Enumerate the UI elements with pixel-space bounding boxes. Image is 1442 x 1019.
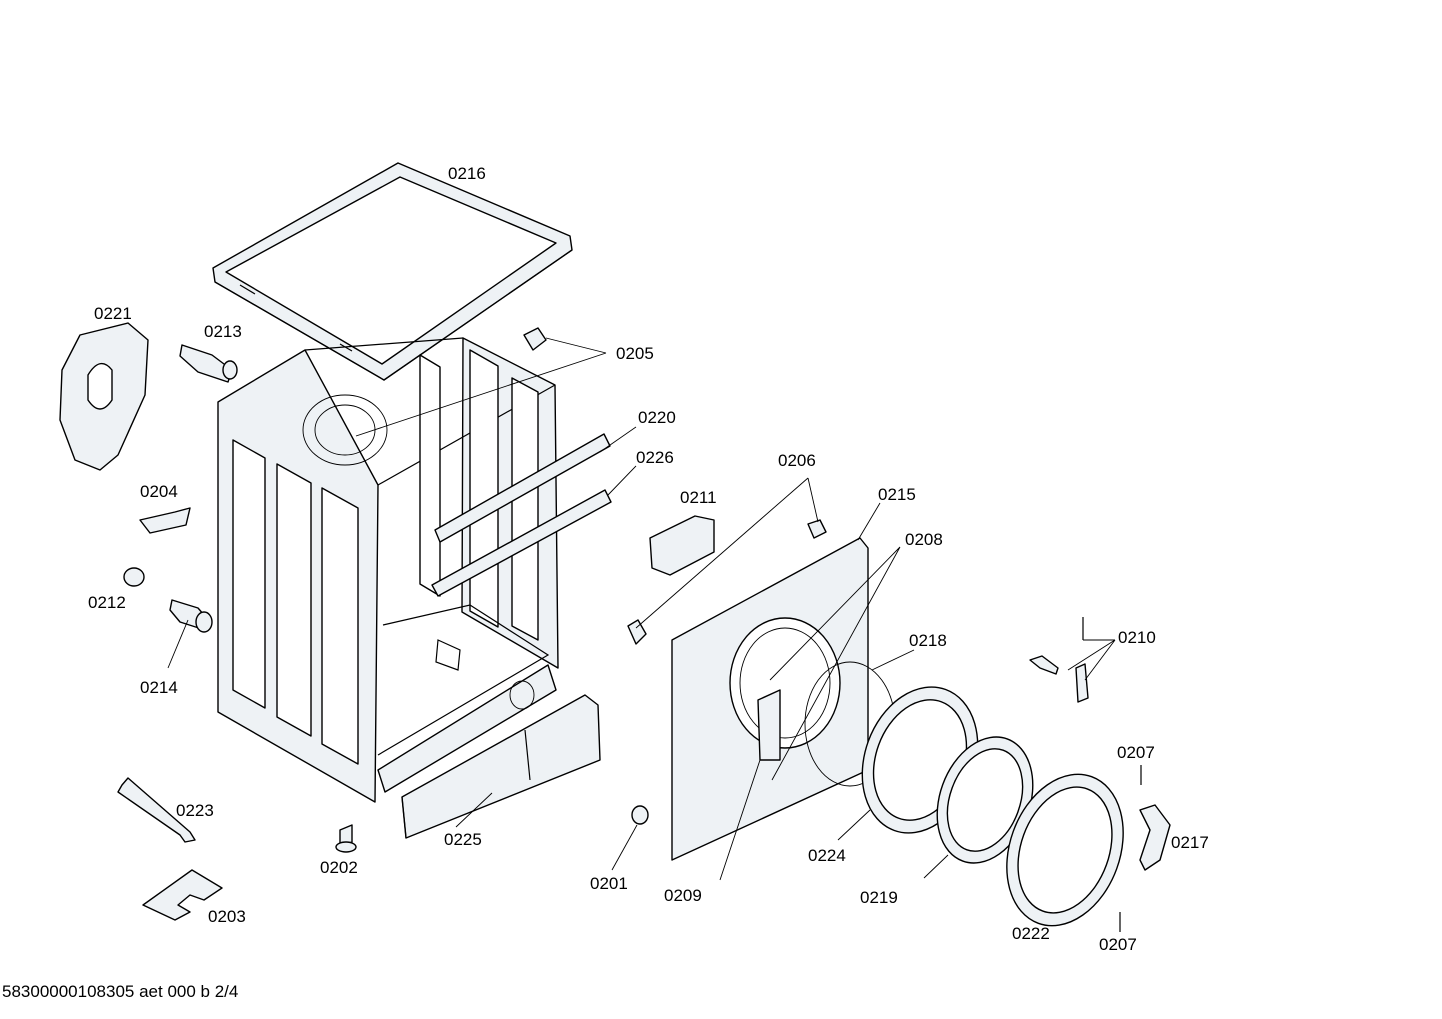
callout-0211: 0211	[680, 488, 717, 507]
foot-part-0202	[335, 824, 357, 853]
knob-part-0212	[123, 567, 145, 587]
door-lock-part	[649, 515, 715, 576]
callout-0218: 0218	[909, 631, 947, 650]
callout-0207-bottom: 0207	[1099, 935, 1137, 954]
callout-0222: 0222	[1012, 924, 1050, 943]
callout-0210: 0210	[1118, 628, 1156, 647]
callout-0213: 0213	[204, 322, 242, 341]
callout-0226: 0226	[636, 448, 674, 467]
callout-0208: 0208	[905, 530, 943, 549]
callout-0204: 0204	[140, 482, 178, 501]
hinge-pins-0207	[1119, 765, 1142, 932]
cross-rails	[431, 433, 612, 597]
callout-0223: 0223	[176, 801, 214, 820]
callout-0217: 0217	[1171, 833, 1209, 852]
hinge-part-0205	[523, 327, 547, 351]
back-cover-part	[59, 322, 149, 471]
door-ring-0222	[1006, 773, 1124, 927]
callout-0215: 0215	[878, 485, 916, 504]
callout-0203: 0203	[208, 907, 246, 926]
callout-0206: 0206	[778, 451, 816, 470]
callout-0220: 0220	[638, 408, 676, 427]
plinth-panel	[401, 694, 601, 839]
knob-part-0201	[631, 805, 649, 825]
callout-0207-top: 0207	[1117, 743, 1155, 762]
clip-part-0206	[627, 519, 827, 645]
hinge-parts-0210	[1029, 617, 1089, 703]
callout-0224: 0224	[808, 846, 846, 865]
callout-0219: 0219	[860, 888, 898, 907]
document-footer: 58300000108305 aet 000 b 2/4	[2, 982, 239, 1001]
pump-part-0214	[169, 599, 213, 633]
handle-part-0217	[1139, 804, 1171, 871]
callout-0216: 0216	[448, 164, 486, 183]
cabinet-frame	[217, 337, 559, 803]
spanner-part-0223	[117, 777, 196, 843]
callout-0225: 0225	[444, 830, 482, 849]
callout-0205: 0205	[616, 344, 654, 363]
spacer-plate-part-0203	[142, 869, 223, 921]
callout-0201: 0201	[590, 874, 628, 893]
callout-0212: 0212	[88, 593, 126, 612]
callout-0214: 0214	[140, 678, 178, 697]
suppression-filter-part	[179, 344, 238, 383]
callout-0202: 0202	[320, 858, 358, 877]
clip-part-0204	[139, 507, 191, 534]
callout-0209: 0209	[664, 886, 702, 905]
callout-0221: 0221	[94, 304, 132, 323]
top-cover-part	[212, 162, 573, 381]
leader-lines	[167, 337, 1116, 881]
front-panel-part	[671, 537, 869, 861]
door-glass-0219	[936, 736, 1034, 864]
